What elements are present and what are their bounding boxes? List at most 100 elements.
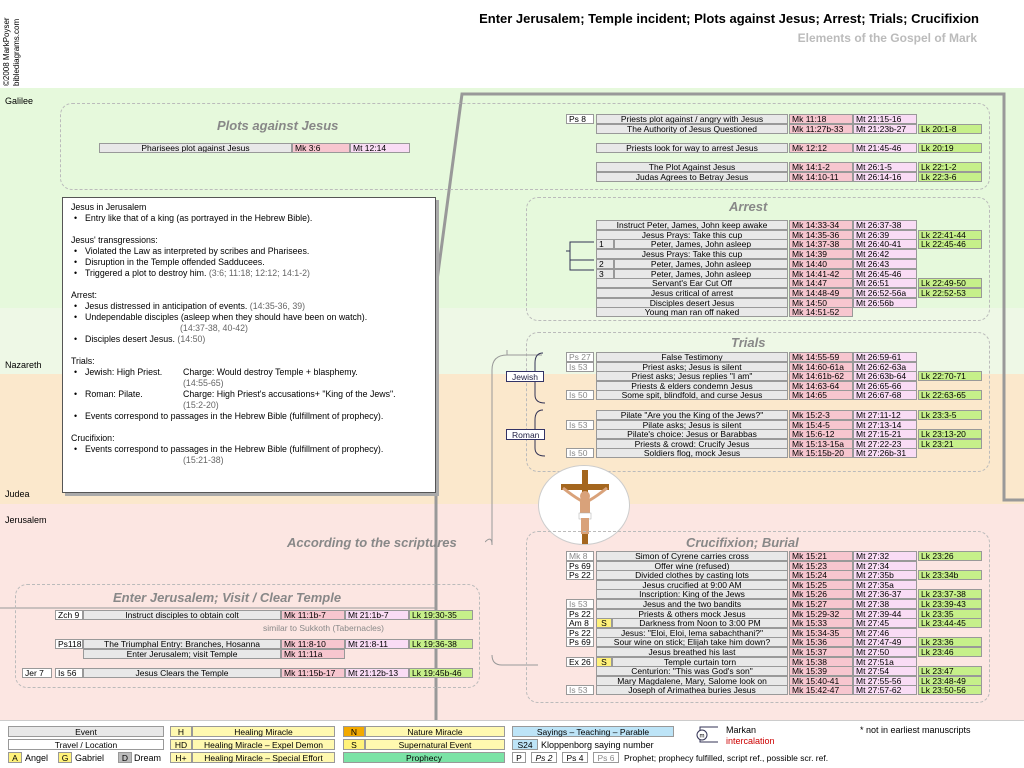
arrest-event: Servant's Ear Cut Off bbox=[596, 278, 788, 289]
trials-section bbox=[526, 332, 990, 472]
legend-dream-code: D bbox=[118, 752, 132, 763]
crucifixion-event: Temple curtain torn bbox=[612, 656, 788, 667]
legend-dream: Dream bbox=[134, 753, 162, 763]
crucifixion-mt: Mt 27:34 bbox=[853, 560, 917, 571]
legend-s24-code: S24 bbox=[512, 739, 538, 750]
crucifixion-ref: Ps 69 bbox=[566, 637, 594, 648]
plots-lk: Lk 22:1-2 bbox=[918, 162, 982, 172]
scriptures-title: According to the scriptures bbox=[287, 535, 457, 550]
crucifixion-mk: Mk 15:36 bbox=[789, 637, 853, 648]
page-subtitle: Elements of the Gospel of Mark bbox=[797, 31, 977, 45]
crucifixion-ref: Is 53 bbox=[566, 599, 594, 609]
enter-event: Jesus Clears the Temple bbox=[83, 668, 281, 678]
crucifixion-mt: Mt 27:32 bbox=[853, 551, 917, 561]
region-nazareth: Nazareth bbox=[5, 360, 42, 370]
crucifixion-mt: Mt 27:50 bbox=[853, 647, 917, 657]
legend-ps6: Ps 6 bbox=[593, 752, 619, 763]
arrest-event: Instruct Peter, James, John keep awake bbox=[596, 220, 788, 230]
arrest-mt: Mt 26:45-46 bbox=[853, 268, 917, 279]
crucifixion-mt: Mt 27:46 bbox=[853, 627, 917, 638]
arrest-mt: Mt 26:42 bbox=[853, 249, 917, 260]
pharisees-mt: Mt 12:14 bbox=[350, 143, 410, 153]
arrest-mk: Mk 14:33-34 bbox=[789, 220, 853, 230]
arrest-mk: Mk 14:37-38 bbox=[789, 239, 853, 250]
plots-mt: Mt 26:1-5 bbox=[853, 162, 917, 172]
arrest-mt: Mt 26:43 bbox=[853, 258, 917, 269]
legend-h-code: H bbox=[170, 726, 192, 737]
trials-title: Trials bbox=[731, 335, 766, 350]
plots-mk: Mk 11:27b-33 bbox=[789, 124, 853, 134]
arrest-event: Young man ran off naked bbox=[596, 307, 788, 318]
arrest-mk: Mk 14:50 bbox=[789, 297, 853, 308]
arrest-mt: Mt 26:39 bbox=[853, 229, 917, 240]
crucifixion-event: Divided clothes by casting lots bbox=[596, 570, 788, 581]
arrest-mk: Mk 14:51-52 bbox=[789, 307, 853, 318]
trials-mt: Mt 26:59-61 bbox=[853, 352, 917, 362]
plots-mk: Mk 14:10-11 bbox=[789, 172, 853, 182]
legend-p: P bbox=[512, 752, 526, 763]
crucifixion-ref: Am 8 bbox=[566, 618, 594, 629]
tag-jewish: Jewish bbox=[506, 371, 544, 382]
trials-lk: Lk 23:3-5 bbox=[918, 410, 982, 420]
crucifixion-mk: Mk 15:24 bbox=[789, 570, 853, 581]
plots-lk: Lk 20:1-8 bbox=[918, 124, 982, 134]
trials-ref: Is 53 bbox=[566, 362, 594, 372]
pharisees-event: Pharisees plot against Jesus bbox=[99, 143, 292, 153]
supernatural-marker: S bbox=[596, 618, 612, 629]
plots-event: The Authority of Jesus Questioned bbox=[596, 124, 788, 134]
legend-angel: Angel bbox=[25, 753, 49, 763]
legend-s: Supernatural Event bbox=[365, 739, 505, 750]
arrest-number: 2 bbox=[596, 258, 614, 269]
enter-mt: Mt 21:8-11 bbox=[345, 639, 409, 649]
crucifixion-lk: Lk 23:48-49 bbox=[918, 675, 982, 686]
site[interactable]: biblediagrams.com bbox=[12, 18, 21, 86]
plots-lk: Lk 20:19 bbox=[918, 143, 982, 153]
crucifixion-event: Inscription: King of the Jews bbox=[596, 589, 788, 600]
enter-ref: Ps118 bbox=[55, 639, 83, 649]
legend-travel: Travel / Location bbox=[8, 739, 164, 750]
crucifixion-event: Jesus: "Eloi, Eloi, lema sabachthani?" bbox=[596, 627, 788, 638]
trials-mk: Mk 15:6-12 bbox=[789, 429, 853, 439]
legend-footnote: * not in earliest manuscripts bbox=[860, 725, 971, 735]
legend-hplus-code: H+ bbox=[170, 752, 192, 763]
crucifixion-lk: Lk 23:37-38 bbox=[918, 589, 982, 600]
enter-title: Enter Jerusalem; Visit / Clear Temple bbox=[113, 590, 342, 605]
legend-n-code: N bbox=[343, 726, 365, 737]
notes-item: Violated the Law as interpreted by scrib… bbox=[71, 246, 427, 257]
arrest-mk: Mk 14:41-42 bbox=[789, 268, 853, 279]
crucifixion-lk: Lk 23:34b bbox=[918, 570, 982, 581]
crucifixion-mt: Mt 27:55-56 bbox=[853, 675, 917, 686]
crucifixion-mk: Mk 15:38 bbox=[789, 656, 853, 667]
arrest-mk: Mk 14:47 bbox=[789, 278, 853, 289]
enter-event: Enter Jerusalem; visit Temple bbox=[83, 649, 281, 659]
supernatural-marker: S bbox=[596, 656, 612, 667]
legend-ps4: Ps 4 bbox=[562, 752, 588, 763]
notes-item: Disruption in the Temple offended Sadduc… bbox=[71, 257, 427, 268]
trials-event: Priest asks; Jesus replies "I am" bbox=[596, 371, 788, 381]
crucifixion-ref: Ps 22 bbox=[566, 627, 594, 638]
legend-angel-code: A bbox=[8, 752, 22, 763]
tag-roman: Roman bbox=[506, 429, 546, 440]
crucifixion-mt: Mt 27:35a bbox=[853, 579, 917, 590]
trials-event: Pilate's choice: Jesus or Barabbas bbox=[596, 429, 788, 439]
crucifixion-ref: Ex 26 bbox=[566, 656, 594, 667]
crucifixion-mk: Mk 15:29-32 bbox=[789, 608, 853, 619]
crucifixion-ref: Ps 22 bbox=[566, 570, 594, 581]
enter-mt: Mt 21:1b-7 bbox=[345, 610, 409, 620]
notes-item: Jewish: High Priest.Charge: Would destro… bbox=[71, 367, 427, 389]
trials-lk: Lk 23:21 bbox=[918, 439, 982, 449]
legend-s-code: S bbox=[343, 739, 365, 750]
region-jerusalem: Jerusalem bbox=[5, 515, 47, 525]
trials-mk: Mk 14:65 bbox=[789, 390, 853, 400]
legend-hd-code: HD bbox=[170, 739, 192, 750]
arrest-mt: Mt 26:52-56a bbox=[853, 287, 917, 298]
crucifixion-mk: Mk 15:25 bbox=[789, 579, 853, 590]
crucifixion-lk: Lk 23:35 bbox=[918, 608, 982, 619]
arrest-mt: Mt 26:37-38 bbox=[853, 220, 917, 230]
plots-event: Judas Agrees to Betray Jesus bbox=[596, 172, 788, 182]
notes-heading: Trials: bbox=[71, 356, 95, 366]
trials-event: Pilate "Are you the King of the Jews?" bbox=[596, 410, 788, 420]
trials-ref: Is 50 bbox=[566, 390, 594, 400]
enter-lk: Lk 19:30-35 bbox=[409, 610, 473, 620]
enter-mk: Mk 11:1b-7 bbox=[281, 610, 345, 620]
